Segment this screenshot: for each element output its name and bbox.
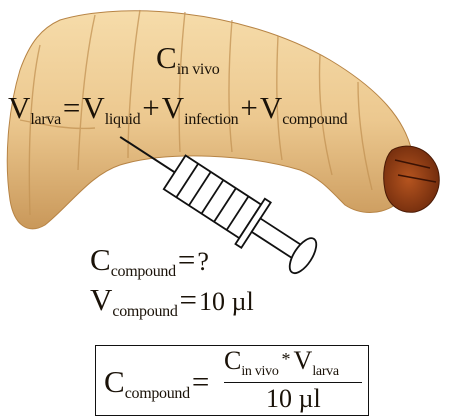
formula-lhs: Ccompound= — [104, 366, 211, 402]
formula-denominator: 10 µl — [266, 386, 321, 412]
c-invivo-label: Cin vivo — [156, 42, 219, 78]
fraction-bar — [224, 382, 362, 383]
v-larva-equation: Vlarva=Vliquid+Vinfection+Vcompound — [8, 92, 347, 128]
v-compound-value: Vcompound=10 µl — [90, 284, 254, 320]
c-compound-unknown: Ccompound=? — [90, 244, 209, 280]
formula-box: Ccompound= Cin vivo*Vlarva 10 µl — [95, 345, 369, 416]
formula-numerator: Cin vivo*Vlarva — [224, 348, 339, 379]
